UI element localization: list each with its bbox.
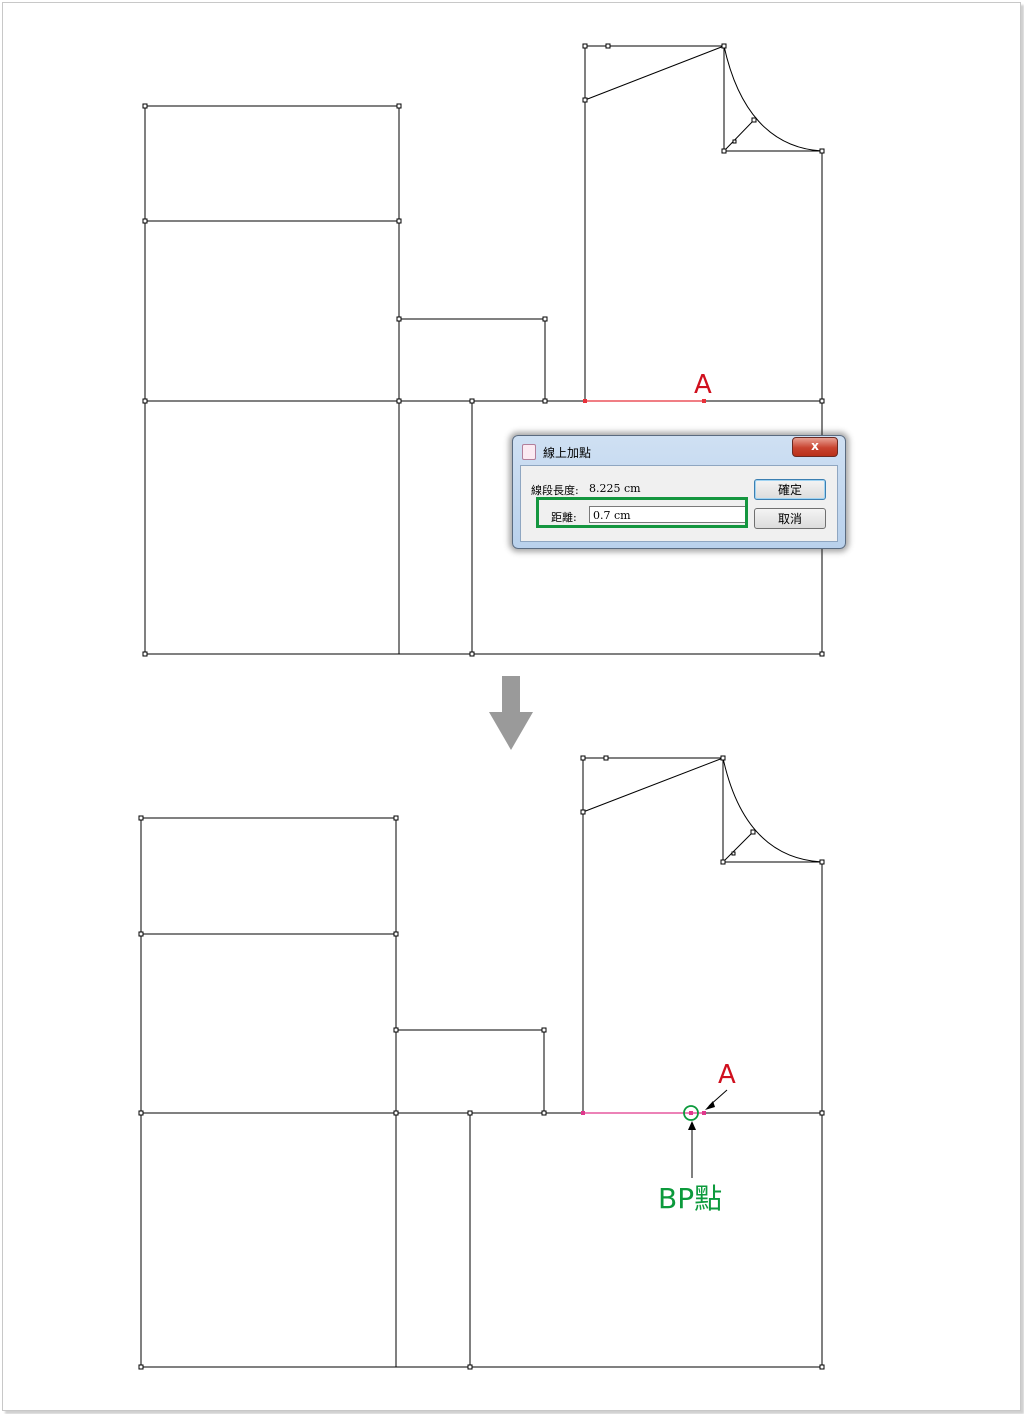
dialog-title: 線上加點 [543, 446, 592, 460]
arrow-head-icon [688, 1121, 696, 1130]
bottom-pattern: A BP點 [138, 755, 825, 1370]
control-points-bottom [138, 755, 825, 1370]
distance-label: 距離: [551, 511, 577, 524]
bp-point-label: BP點 [658, 1182, 722, 1215]
control-points [142, 43, 825, 657]
arrow-head-icon [705, 1101, 715, 1110]
add-point-on-line-dialog: 線上加點 x 線段長度: 8.225 cm 距離: 0.7 cm 確定 取消 [512, 435, 846, 549]
point-a-label-top: A [694, 370, 712, 400]
down-arrow-icon [489, 676, 533, 750]
ok-button[interactable]: 確定 [754, 479, 826, 500]
top-pattern: A [142, 43, 825, 657]
dialog-body: 線段長度: 8.225 cm 距離: 0.7 cm 確定 取消 [520, 465, 838, 542]
bp-point-marker [683, 1105, 699, 1121]
distance-highlight-box [536, 497, 748, 528]
point-a-label-bottom: A [718, 1060, 736, 1090]
cancel-button[interactable]: 取消 [754, 508, 826, 529]
close-button[interactable]: x [792, 437, 838, 457]
segment-length-label: 線段長度: [531, 484, 579, 497]
segment-length-value: 8.225 cm [589, 482, 641, 495]
distance-input[interactable]: 0.7 cm [589, 506, 747, 523]
app-icon [522, 444, 536, 460]
